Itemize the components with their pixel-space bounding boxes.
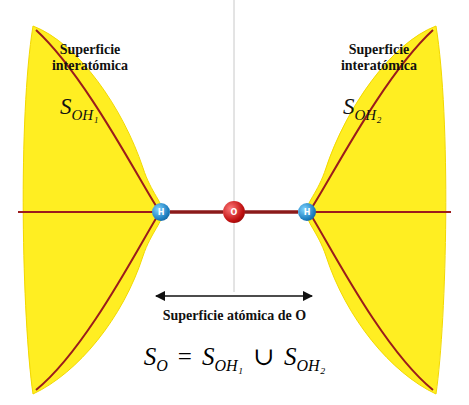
surface-fill [307, 26, 446, 394]
bond-line [170, 210, 223, 214]
symmetry-axis [234, 0, 235, 292]
equation-operator: = [178, 343, 192, 370]
callout-label: Superficie atómica de O [0, 308, 469, 324]
atom-symbol: H [304, 208, 311, 217]
surface-symbol: SOH₁ [60, 94, 98, 120]
atom-symbol: O [231, 208, 238, 217]
atom-symbol: H [158, 208, 165, 217]
atom-sphere: H [298, 203, 316, 221]
equation-symbol: S [144, 343, 157, 370]
equation-subscript: OH₁ [214, 357, 243, 374]
atom-sphere: O [223, 201, 245, 223]
symbol-letter: S [343, 94, 355, 119]
surface-group [307, 26, 451, 394]
symbol-subscript: OH₁ [72, 107, 99, 123]
interatomic-surface: Superficie interatómicaSOH₂ [301, 18, 451, 403]
equation-operator: ∪ [253, 343, 274, 370]
atom-sphere: H [152, 203, 170, 221]
symbol-letter: S [60, 94, 72, 119]
gradient-path [309, 30, 433, 212]
equation-symbol: S [284, 343, 297, 370]
symbol-subscript: OH₂ [355, 107, 382, 123]
gradient-path [36, 212, 160, 390]
gradient-path [36, 30, 160, 212]
leader-arrow [156, 295, 312, 297]
equation-symbol: S [202, 343, 215, 370]
surface-group [18, 26, 162, 394]
surface-fill [23, 26, 162, 394]
surface-heading: Superficie interatómica [40, 42, 140, 74]
label-text: Superficie atómica de O [161, 308, 308, 323]
bond-line [245, 210, 298, 214]
equation: SO=SOH₁∪SOH₂ [0, 342, 469, 371]
surface-outline [301, 18, 451, 403]
equation-subscript: O [156, 357, 168, 374]
gradient-path [309, 212, 433, 390]
gradient-path [18, 211, 160, 213]
equation-subscript: OH₂ [297, 357, 326, 374]
gradient-path [309, 211, 451, 213]
surface-symbol: SOH₂ [343, 94, 381, 120]
surface-heading: Superficie interatómica [329, 42, 429, 74]
